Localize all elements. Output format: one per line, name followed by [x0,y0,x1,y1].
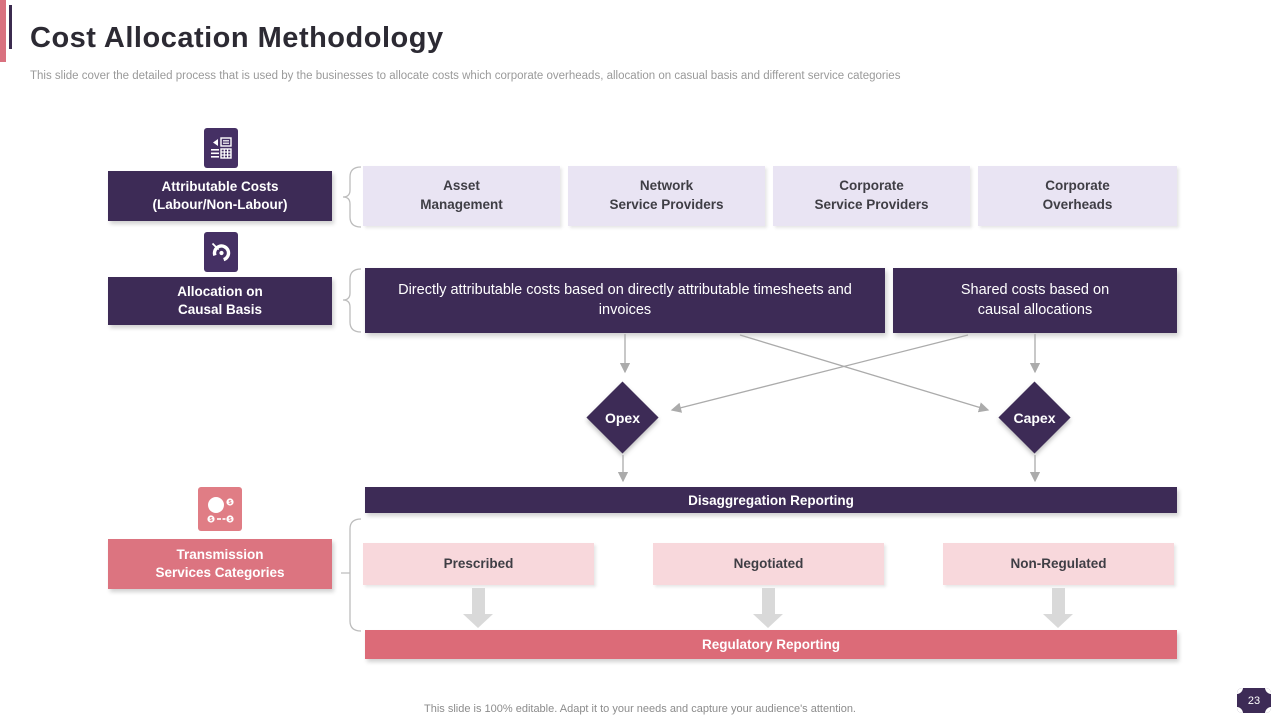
opex-label: Opex [604,409,640,426]
transmission-line2: Services Categories [155,565,285,580]
negotiated-label: Negotiated [733,555,804,571]
allocation-line1: Allocation on [177,283,263,299]
page-number-badge: 23 [1237,688,1271,713]
svg-text:$: $ [228,500,231,506]
report-table-icon [204,128,238,168]
row2-brace [342,268,362,333]
prescribed-down-arrow [463,588,493,628]
shared-costs-text: Shared costs based on causal allocations [960,281,1110,318]
regulatory-reporting-bar: Regulatory Reporting [365,630,1177,659]
page-number: 23 [1247,694,1261,707]
badge-notch [1237,688,1243,694]
badge-notch [1265,688,1271,694]
asset-management-box: Asset Management [363,166,560,226]
transmission-services-box: Transmission Services Categories [108,539,332,589]
title-accent-bar [0,0,6,62]
corporate-sp-line1: Corporate [839,178,904,194]
disaggregation-reporting-label: Disaggregation Reporting [688,492,854,508]
title-accent-line [9,5,12,49]
corporate-oh-line2: Overheads [1042,197,1113,212]
asset-management-line2: Management [420,197,503,212]
network-line1: Network [639,178,694,194]
attributable-costs-box: Attributable Costs (Labour/Non-Labour) [108,171,332,221]
allocation-line2: Causal Basis [177,302,263,317]
attributable-costs-line2: (Labour/Non-Labour) [152,197,288,212]
arrow-direct-to-capex [739,334,990,413]
corporate-oh-line1: Corporate [1045,178,1110,194]
badge-notch [1265,707,1271,713]
corporate-sp-line2: Service Providers [814,197,929,212]
prescribed-label: Prescribed [443,555,514,571]
capex-diamond: Capex [998,381,1071,454]
svg-text:$: $ [209,517,212,523]
disaggregation-reporting-bar: Disaggregation Reporting [365,487,1177,513]
shared-costs-box: Shared costs based on causal allocations [893,268,1177,333]
allocation-causal-basis-box: Allocation on Causal Basis [108,277,332,325]
negotiated-box: Negotiated [653,543,884,585]
negotiated-down-arrow [753,588,783,628]
svg-text:$: $ [228,517,231,523]
transmission-line1: Transmission [176,546,264,562]
network-line2: Service Providers [609,197,724,212]
row3-bracket [341,518,362,632]
footer-note: This slide is 100% editable. Adapt it to… [424,703,856,715]
non-regulated-label: Non-Regulated [1010,555,1107,571]
badge-notch [1237,707,1243,713]
slide-subtitle: This slide cover the detailed process th… [30,70,901,82]
non-regulated-box: Non-Regulated [943,543,1174,585]
non-regulated-down-arrow [1043,588,1073,628]
corporate-overheads-box: Corporate Overheads [978,166,1177,226]
arrow-shared-to-opex [670,334,969,413]
network-service-providers-box: Network Service Providers [568,166,765,226]
directly-attributable-costs-box: Directly attributable costs based on dir… [365,268,885,333]
attributable-costs-line1: Attributable Costs [161,178,279,194]
corporate-service-providers-box: Corporate Service Providers [773,166,970,226]
page-title: Cost Allocation Methodology [30,22,444,54]
capex-label: Capex [1013,409,1056,426]
asset-management-line1: Asset [443,178,480,194]
regulatory-reporting-label: Regulatory Reporting [701,637,840,652]
prescribed-box: Prescribed [363,543,594,585]
directly-attributable-costs-text: Directly attributable costs based on dir… [398,281,852,318]
row1-brace [342,166,362,228]
target-allocation-icon [204,232,238,272]
opex-diamond: Opex [586,381,659,454]
cost-categories-icon: $ $ $ [198,487,242,531]
